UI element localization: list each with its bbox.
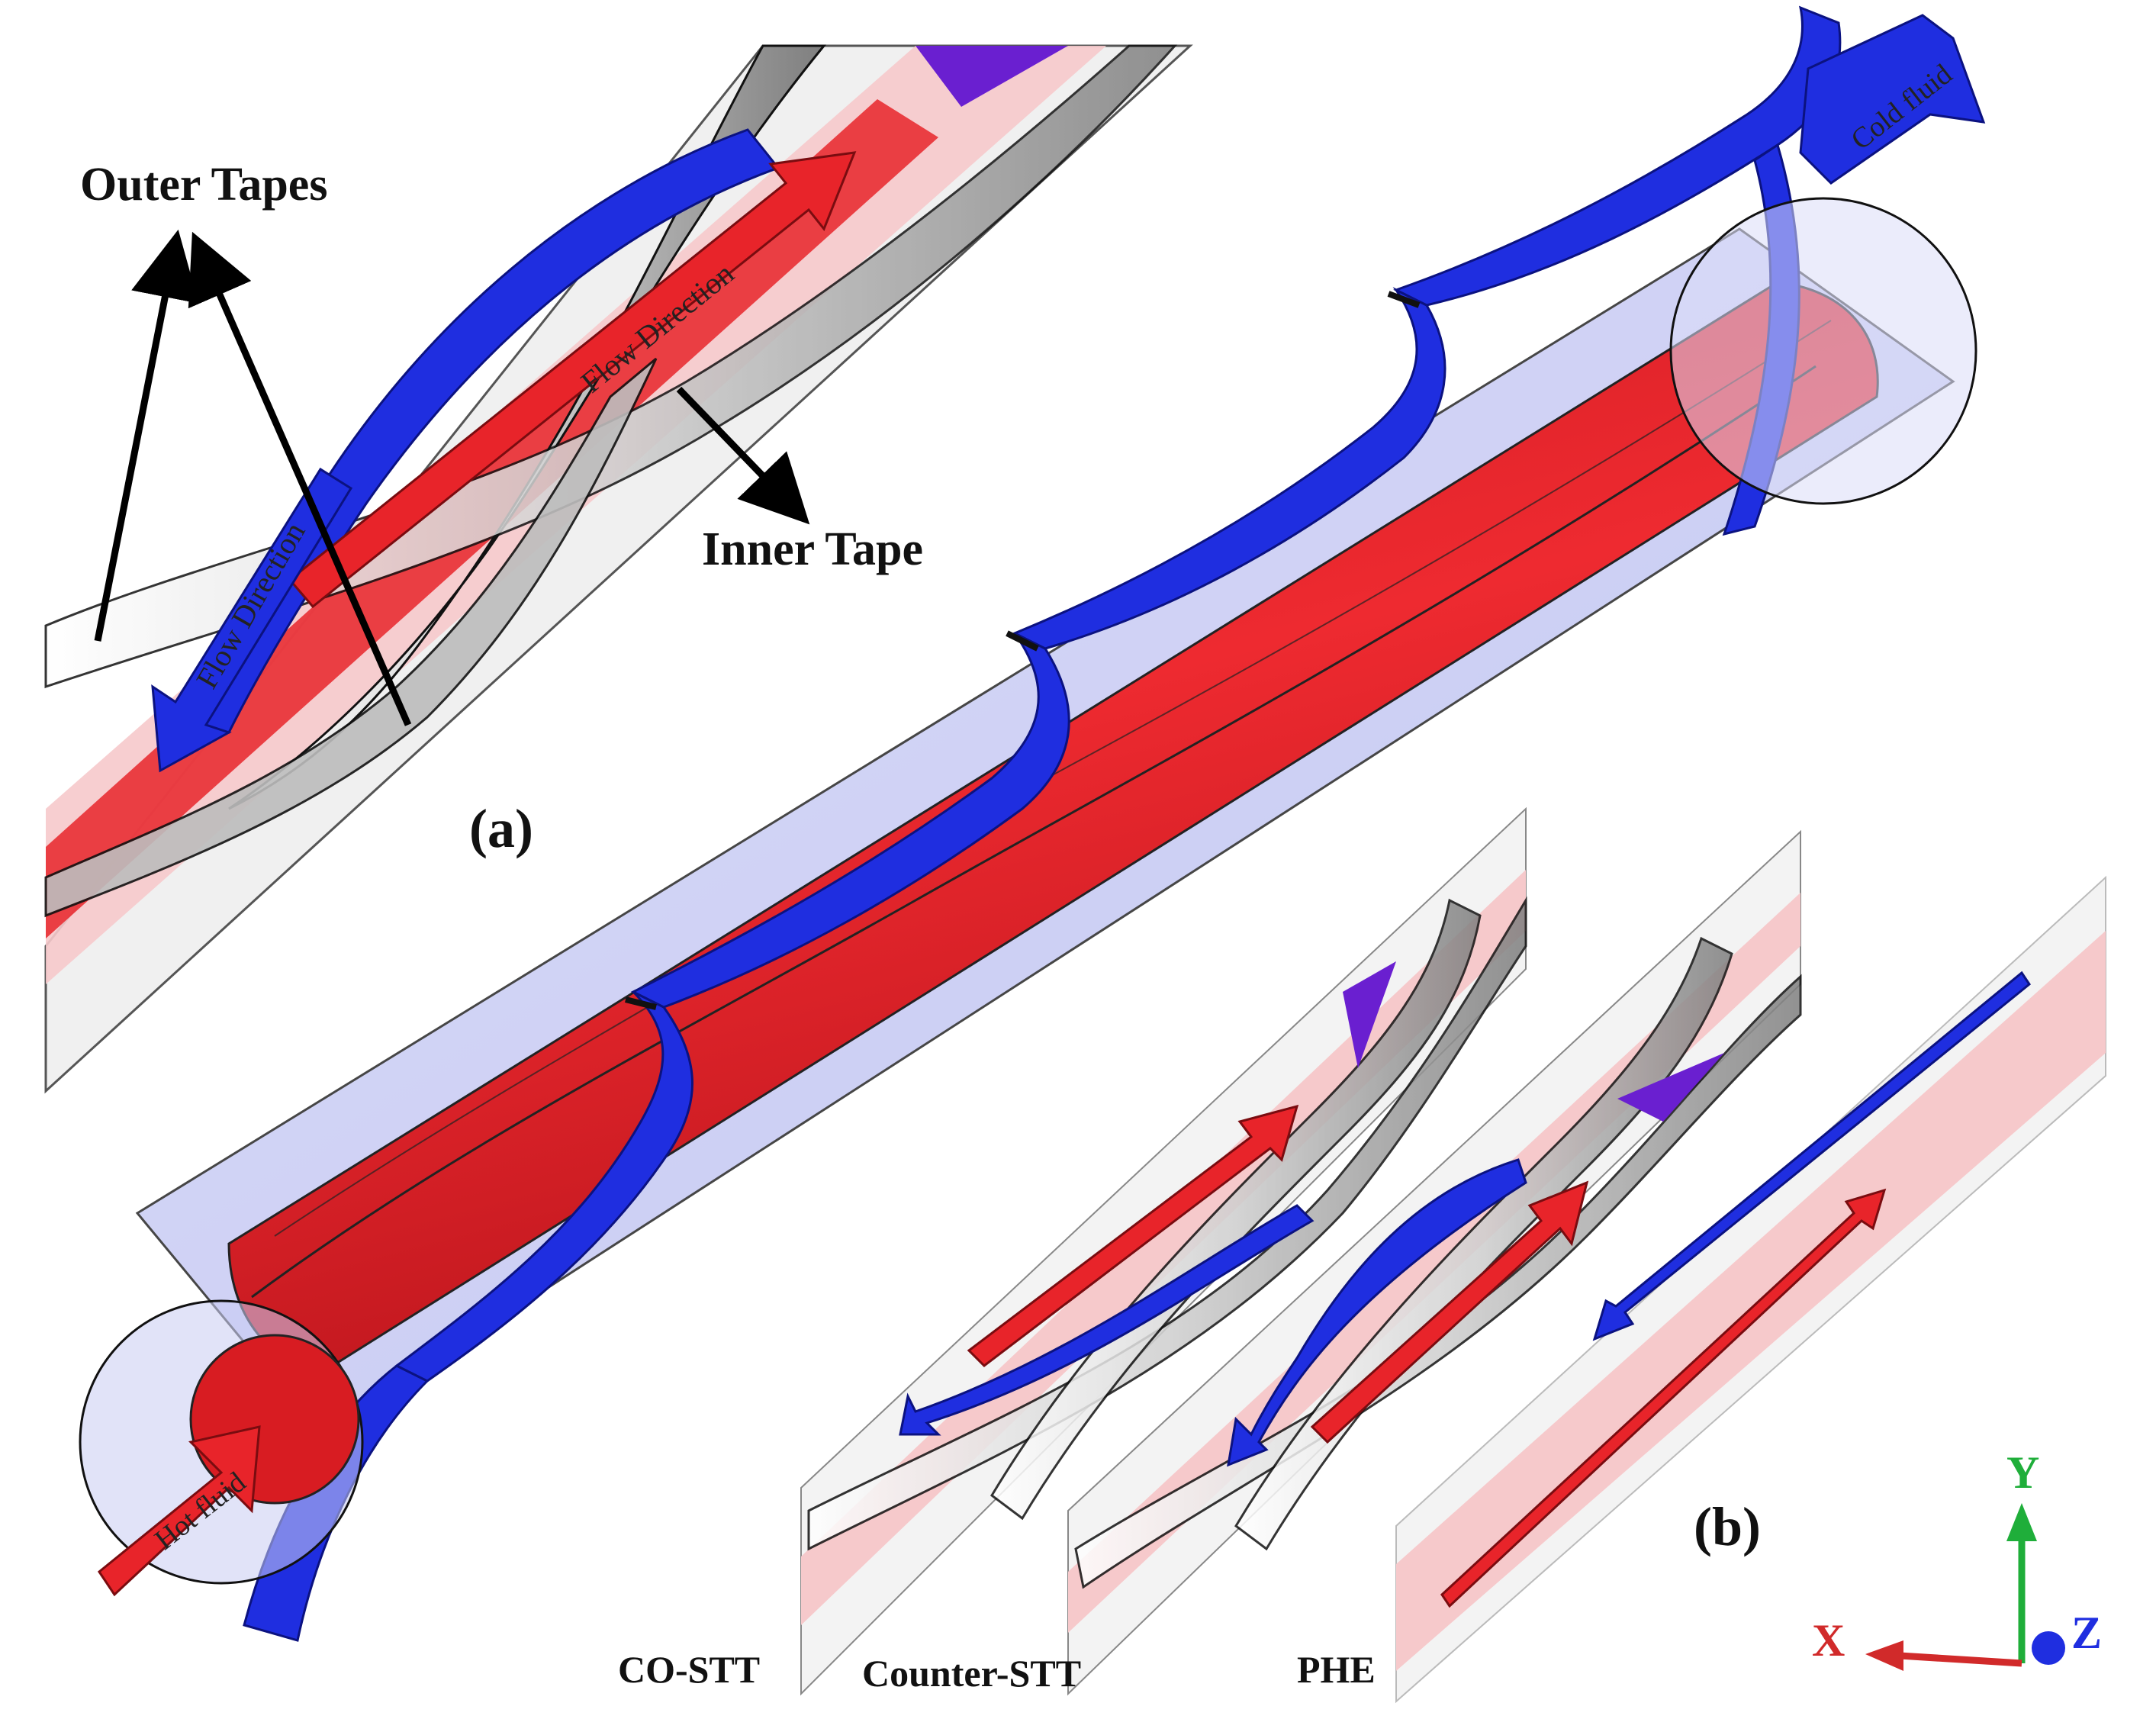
inner-tape-pointer (676, 386, 810, 525)
cold-fluid-inlet: Cold fluid (1799, 14, 1986, 185)
outer-tapes-pointer-2 (188, 231, 412, 726)
config-label-phe: PHE (1297, 1648, 1376, 1691)
config-co-stt (800, 806, 1527, 1696)
hot-fluid-inlet: Hot fluid (97, 1334, 360, 1597)
outer-tapes-label: Outer Tapes (80, 159, 327, 211)
axes-triad: Y X Z (1812, 1447, 2102, 1671)
panel-b: CO-STT Counter-STT PHE (b) (618, 806, 2106, 1704)
inset-outer-tube (44, 44, 1193, 1094)
config-label-co-stt: CO-STT (618, 1648, 760, 1691)
core-seam (251, 365, 1817, 1299)
x-axis-arrow (1899, 1652, 2022, 1667)
z-axis-dot (2032, 1631, 2065, 1665)
inner-tape-label: Inner Tape (702, 523, 923, 575)
panel-a-inset: Flow Direction Flow Direction Outer Tape… (44, 44, 1193, 1094)
z-axis-label: Z (2071, 1608, 2102, 1658)
main-exchanger: Hot fluid Cold fluid (79, 5, 1986, 1642)
config-label-counter-stt: Counter-STT (862, 1652, 1081, 1695)
inner-tape (915, 46, 1068, 107)
config-counter-stt (1067, 829, 1802, 1696)
panel-b-label: (b) (1694, 1496, 1761, 1557)
outlet-end-circle (1669, 197, 1977, 505)
x-axis-label: X (1812, 1615, 1845, 1666)
config-phe (1395, 875, 2106, 1704)
outer-tapes-pointer-1 (94, 229, 199, 642)
panel-a-label: (a) (469, 798, 533, 859)
outer-tape-3 (44, 357, 658, 918)
y-axis-label: Y (2006, 1447, 2039, 1498)
